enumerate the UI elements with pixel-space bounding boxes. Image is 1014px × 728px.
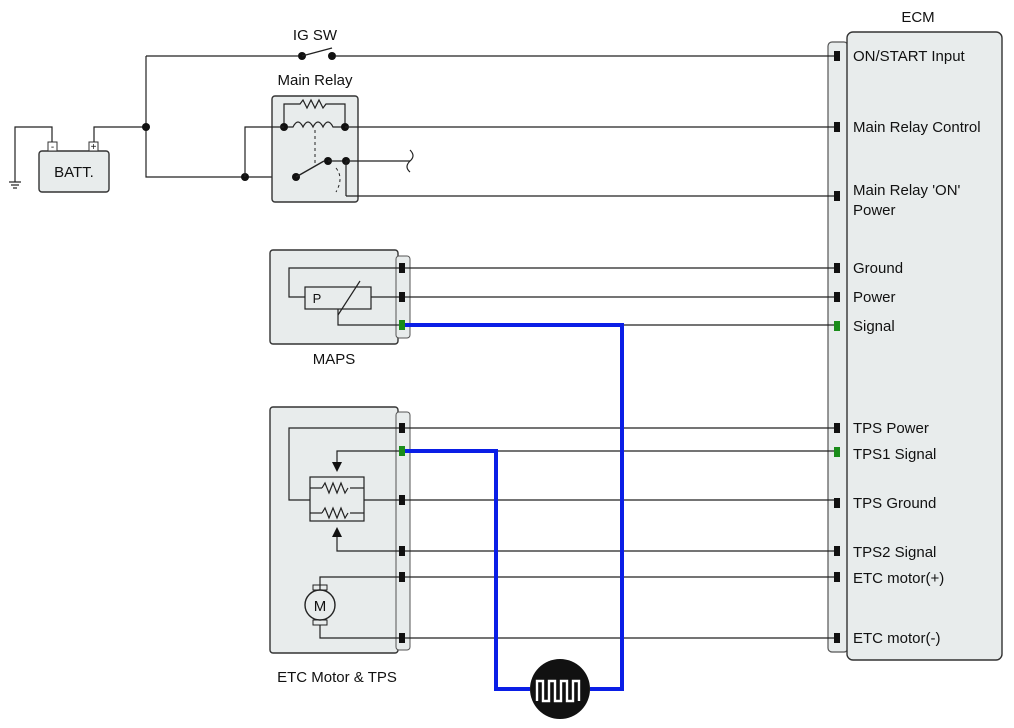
- tps-internals: M: [288, 427, 402, 639]
- ecm-label-tps1-signal: TPS1 Signal: [853, 446, 936, 463]
- ecm-label-ground: Ground: [853, 260, 903, 277]
- maps-pin-signal: [399, 320, 405, 330]
- battery-ground-wire: [14, 126, 53, 182]
- ecm-label-tps-ground: TPS Ground: [853, 495, 936, 512]
- ecm-pin-main-relay-on-power: [834, 191, 840, 201]
- ecm-pin-etc-motor-minus: [834, 633, 840, 643]
- ignition-switch: [146, 47, 834, 60]
- ecm-label-tps2-signal: TPS2 Signal: [853, 544, 936, 561]
- wire-break-symbol: [406, 149, 414, 173]
- ecm-label-power: Power: [853, 289, 896, 306]
- battery: BATT. - +: [38, 141, 110, 193]
- maps-internals: P: [288, 267, 402, 326]
- ecm-connector-strip: [827, 41, 849, 653]
- ecm-pin-tps1-signal: [834, 447, 840, 457]
- ecm-label-on-start: ON/START Input: [853, 48, 966, 65]
- ecm-pin-tps2-signal: [834, 546, 840, 556]
- etc-pin-tps-ground: [399, 495, 405, 505]
- ecm-pin-etc-motor-plus: [834, 572, 840, 582]
- etc-pin-motor-plus: [399, 572, 405, 582]
- ecm-title: ECM: [901, 9, 934, 26]
- ecm-pin-tps-ground: [834, 498, 840, 508]
- ecm-pin-power: [834, 292, 840, 302]
- ecm-pin-on-start: [834, 51, 840, 61]
- maps-label: MAPS: [313, 351, 356, 368]
- etc-pin-tps-power: [399, 423, 405, 433]
- etc-connector: [395, 411, 411, 651]
- oscilloscope-icon: [530, 659, 590, 719]
- ecm-label-etc-motor-plus: ETC motor(+): [853, 570, 944, 587]
- battery-pos-sign: +: [91, 142, 97, 153]
- relay-coil-feed-wire: [244, 126, 284, 177]
- ig-switch-label: IG SW: [293, 27, 338, 44]
- ecm-label-main-relay-power: Power: [853, 202, 896, 219]
- etc-pin-tps2-signal: [399, 546, 405, 556]
- maps-signal-probe-wire: [405, 323, 624, 691]
- maps-pin-power: [399, 292, 405, 302]
- battery-label: BATT.: [54, 164, 94, 181]
- battery-positive-wire: [93, 126, 146, 142]
- ground-icon: [9, 181, 21, 189]
- maps-pin-ground: [399, 263, 405, 273]
- ecm-label-etc-motor-minus: ETC motor(-): [853, 630, 941, 647]
- ecm-box: [846, 31, 1003, 661]
- ecm-label-signal: Signal: [853, 318, 895, 335]
- tps1-signal-probe-wire: [405, 449, 530, 691]
- etc-label: ETC Motor & TPS: [277, 669, 397, 686]
- etc-pin-tps1-signal: [399, 446, 405, 456]
- main-relay-label: Main Relay: [277, 72, 353, 89]
- battery-box: [38, 150, 110, 193]
- etc-pin-motor-minus: [399, 633, 405, 643]
- ecm-label-main-relay-on: Main Relay 'ON': [853, 182, 961, 199]
- junction-dot: [142, 123, 150, 131]
- ecm-pin-main-relay-control: [834, 122, 840, 132]
- ecm-pin-tps-power: [834, 423, 840, 433]
- maps-sensor-letter: P: [313, 291, 322, 306]
- battery-neg-sign: -: [51, 142, 54, 153]
- ecm-label-main-relay-control: Main Relay Control: [853, 119, 981, 136]
- ecm-label-tps-power: TPS Power: [853, 420, 929, 437]
- ecm-pin-signal: [834, 321, 840, 331]
- motor-letter: M: [314, 598, 327, 615]
- ecm-pin-ground: [834, 263, 840, 273]
- ecm-pins: [834, 51, 840, 643]
